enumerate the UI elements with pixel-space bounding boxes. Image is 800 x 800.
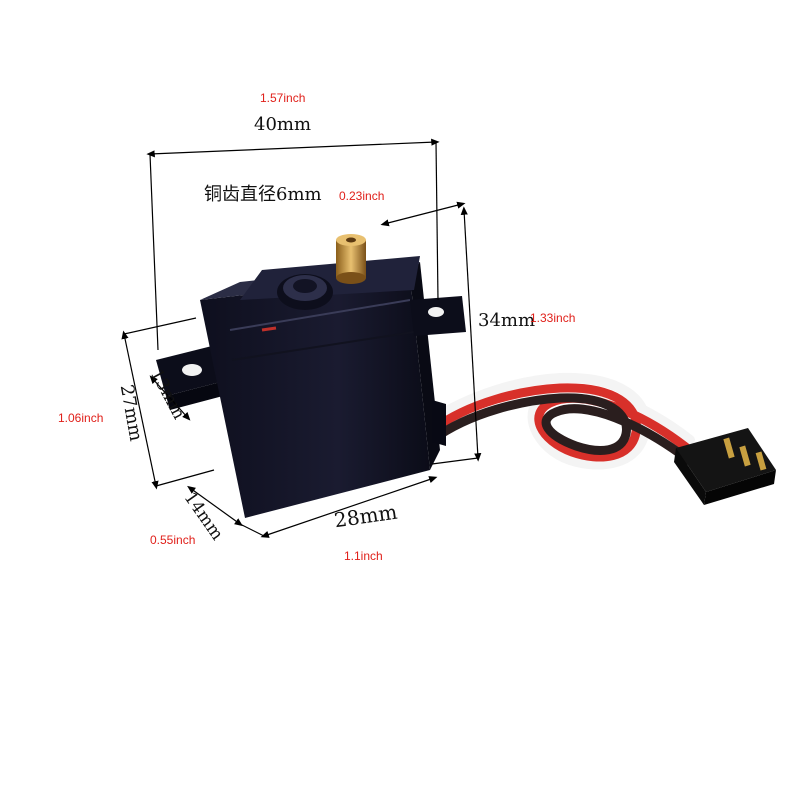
servo-cable	[427, 372, 699, 470]
gear-diameter-inch-label: 0.23inch	[339, 189, 385, 203]
gear-diameter-mm-label: 铜齿直径6mm	[204, 184, 322, 205]
body-height-inch-label: 1.06inch	[58, 411, 104, 425]
dimension-lines	[121, 138, 482, 538]
servo-connector	[674, 428, 776, 505]
width-top-inch-label: 1.57inch	[260, 91, 306, 105]
width-bottom-inch-label: 1.1inch	[344, 549, 383, 563]
height-inch-label: 1.33inch	[530, 311, 576, 325]
depth-inch-label: 0.55inch	[150, 533, 196, 547]
servo-body	[156, 234, 466, 518]
height-mm-label: 34mm	[478, 310, 536, 331]
width-top-mm-label: 40mm	[254, 114, 312, 135]
